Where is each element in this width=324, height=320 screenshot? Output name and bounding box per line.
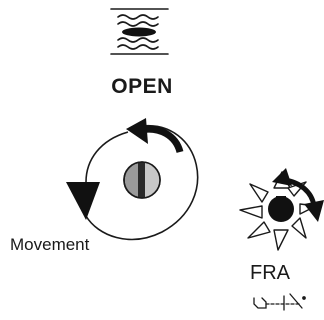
hand-outline	[253, 297, 267, 309]
petal-upper-left	[249, 183, 269, 203]
fra-label: FRA	[250, 262, 290, 284]
fra-lower-arrowhead	[304, 200, 324, 222]
petal-bottom	[273, 229, 289, 251]
top-arrowhead	[126, 118, 148, 144]
petal-left	[239, 205, 263, 219]
open-symbol-icon	[110, 8, 169, 55]
open-lens-shape	[122, 27, 156, 37]
fra-small-icon	[253, 293, 306, 311]
screw-shade	[142, 162, 160, 198]
left-rotation-arc	[85, 131, 129, 183]
screw-slot	[138, 162, 145, 198]
movement-label: Movement	[10, 235, 90, 254]
petal-lower-right	[291, 217, 307, 239]
petal-lower-left	[247, 221, 271, 239]
movement-symbol-icon	[66, 118, 199, 241]
chain-diagonal	[289, 293, 303, 309]
wave-line-4	[117, 44, 159, 50]
wave-line-1	[117, 14, 159, 20]
left-arrowhead	[66, 182, 100, 220]
screw-outline	[123, 161, 161, 199]
fra-symbol-icon	[239, 168, 324, 251]
chain-dot	[302, 296, 306, 300]
wave-line-3	[117, 37, 159, 43]
open-label: OPEN	[111, 75, 173, 98]
fra-upper-arrowhead	[272, 168, 292, 186]
outer-rotation-arc	[85, 125, 199, 241]
fra-stem	[276, 196, 286, 216]
wave-line-2	[117, 21, 159, 27]
